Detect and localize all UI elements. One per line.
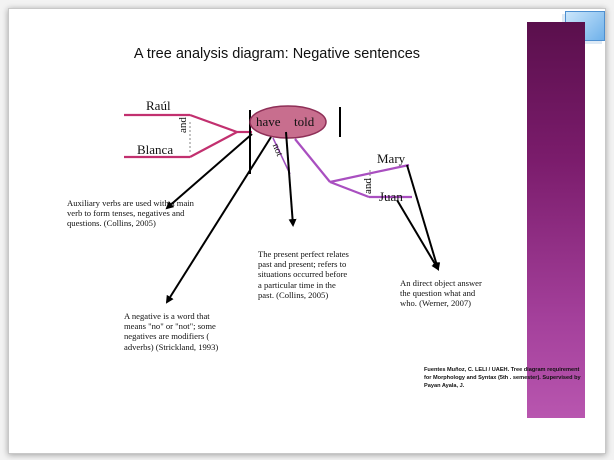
arrow-object-mary [406,164,441,271]
credit-text: Fuentes Muñoz, C. LELI / UAEH. Tree diag… [424,367,581,389]
verb-ellipse [249,105,327,139]
word-auxiliary-have: have [256,114,281,129]
branch-verb-to-object [294,138,331,183]
diagram-title: A tree analysis diagram: Negative senten… [133,46,421,62]
branch-blanca-join [189,131,238,158]
word-conjunction-and-2: and [362,178,374,194]
arrow-auxiliary [165,133,253,210]
object-branch [294,138,412,199]
branch-object-join [329,180,370,199]
word-object-mary: Mary [377,151,406,166]
word-conjunction-and-1: and [177,117,189,133]
note-negative: A negative is a word that means "no" or … [124,311,219,352]
arrow-present-perfect [285,131,297,227]
note-direct-object: An direct object answer the question wha… [400,278,482,309]
word-verb-told: told [294,114,315,129]
word-object-juan: Juan [379,189,403,204]
word-subject-raul: Raúl [146,98,171,113]
decorative-side-band [527,22,585,418]
branch-mary [329,163,410,184]
note-present-perfect: The present perfect relates past and pre… [258,249,349,300]
slide: A tree analysis diagram: Negative senten… [27,22,585,418]
branch-raul-join [189,113,238,134]
subject-branch [124,113,252,159]
arrow-negative [165,136,272,304]
arrow-object-juan [396,199,440,271]
tree-diagram [124,105,441,304]
word-subject-blanca: Blanca [137,142,174,157]
negation-branch [272,137,291,175]
note-auxiliary-verbs: Auxiliary verbs are used with a main ver… [67,198,194,229]
